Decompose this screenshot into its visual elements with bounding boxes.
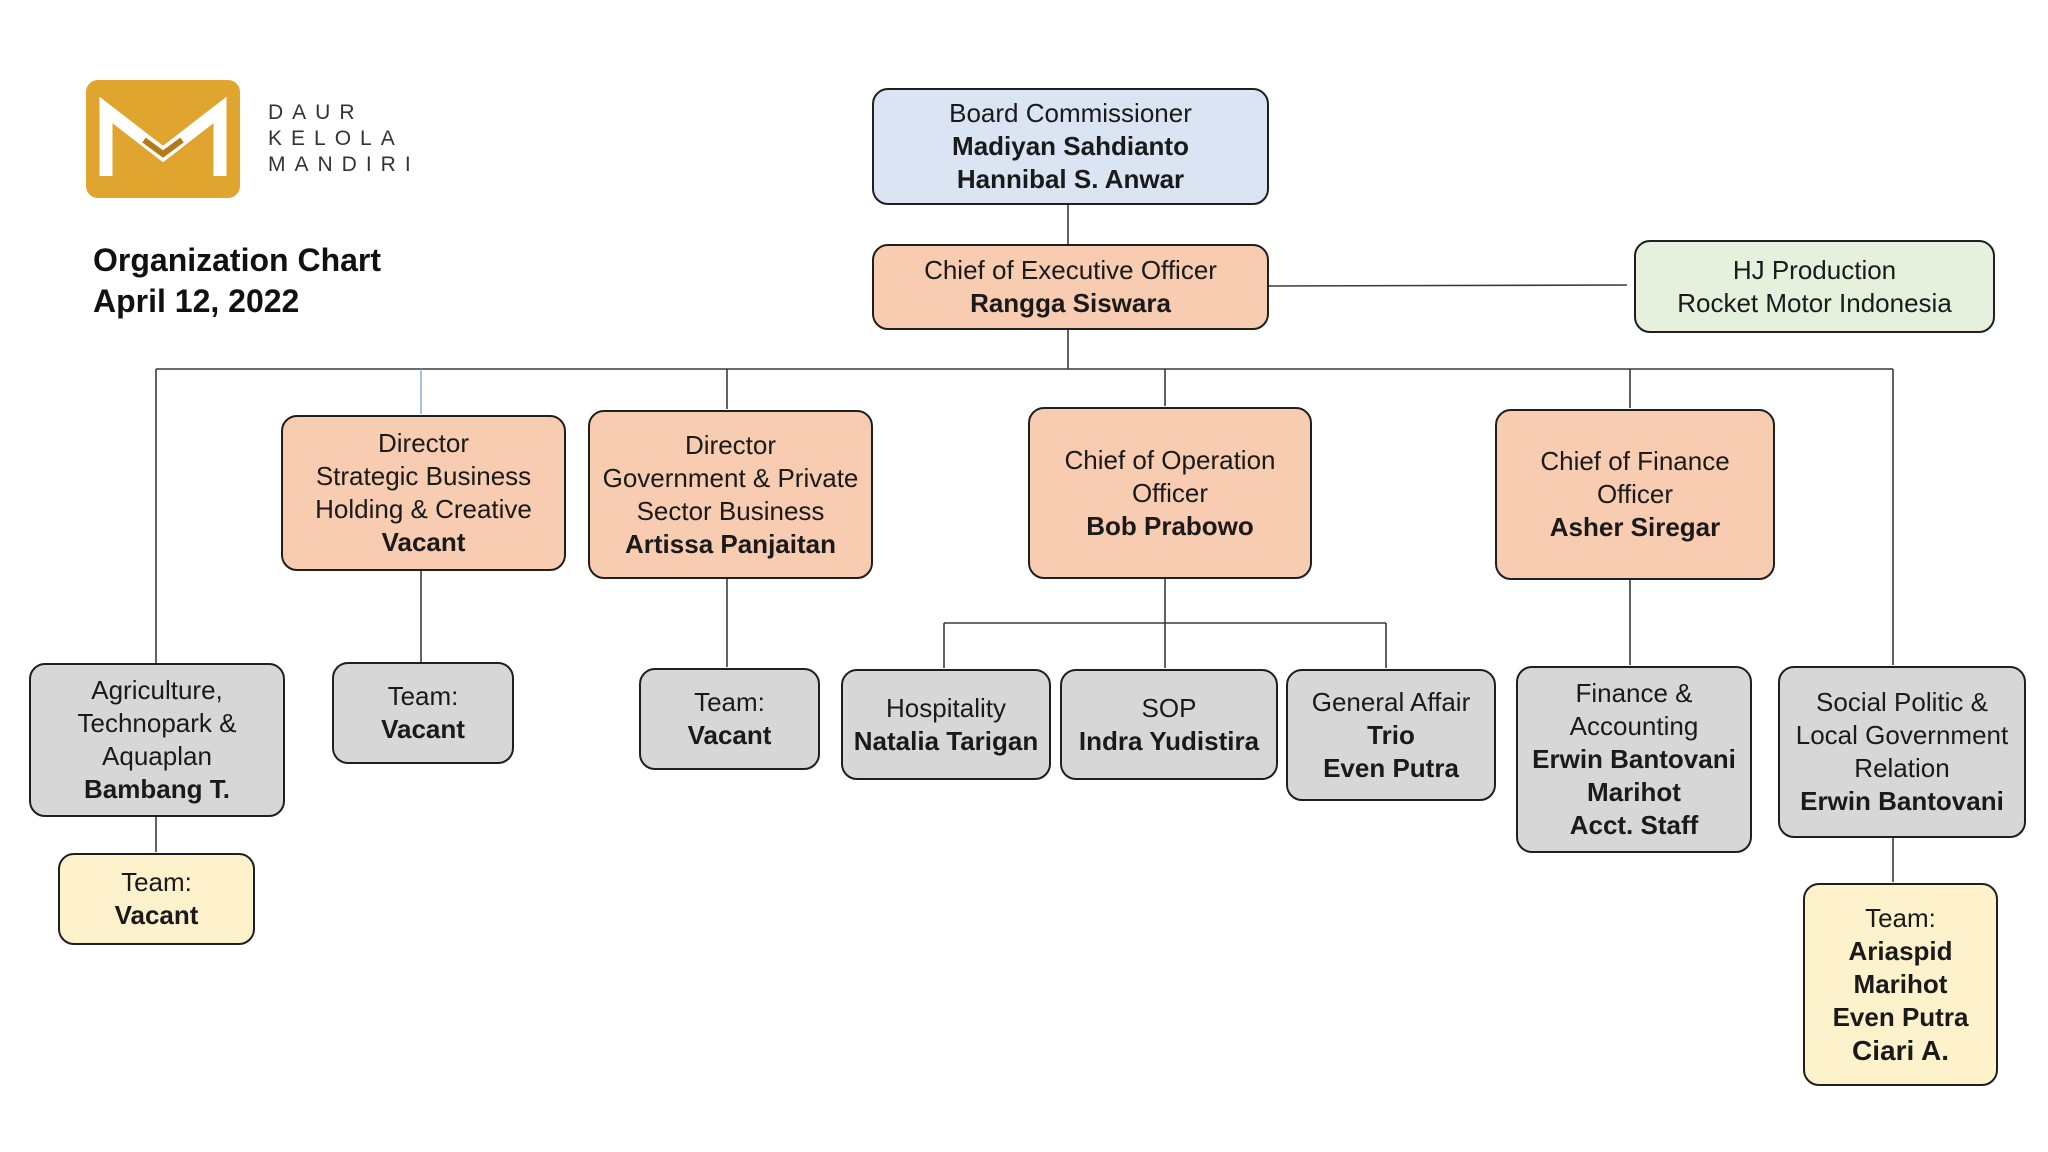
- node-coo: Chief of Operation Officer Bob Prabowo: [1028, 407, 1312, 579]
- node-role: Chief of Finance: [1540, 446, 1730, 476]
- brand-line: DAUR: [268, 101, 364, 124]
- node-name: Vacant: [687, 720, 772, 750]
- node-strategic-team: Team: Vacant: [332, 662, 514, 764]
- node-name: Erwin Bantovani: [1532, 744, 1736, 774]
- node-role: Director: [377, 428, 469, 458]
- node-role: Chief of Operation: [1064, 444, 1276, 475]
- node-ceo: Chief of Executive Officer Rangga Siswar…: [872, 244, 1269, 330]
- node-role: SOP: [1141, 692, 1197, 723]
- node-name: Madiyan Sahdianto: [952, 131, 1189, 161]
- node-board-commissioner: Board Commissioner Madiyan Sahdianto Han…: [872, 88, 1269, 205]
- node-name: Ariaspid: [1848, 936, 1953, 966]
- node-label: Team:: [387, 681, 459, 711]
- node-role: Officer: [1596, 479, 1674, 509]
- node-name: Hannibal S. Anwar: [956, 164, 1185, 194]
- brand-wordmark: DAUR KELOLA MANDIRI: [268, 100, 420, 178]
- node-name: Indra Yudistira: [1078, 725, 1260, 756]
- node-name: Bob Prabowo: [1086, 510, 1254, 541]
- node-hospitality: Hospitality Natalia Tarigan: [841, 669, 1051, 780]
- node-social-team: Team: Ariaspid Marihot Even Putra Ciari …: [1803, 883, 1998, 1086]
- node-name: Asher Siregar: [1549, 512, 1721, 542]
- node-label: Team:: [694, 687, 765, 717]
- node-name: Ciari A.: [1852, 1035, 1949, 1066]
- node-director-government: Director Government & Private Sector Bus…: [588, 410, 873, 579]
- connector-ceo-partner: [1265, 284, 1628, 287]
- node-government-team: Team: Vacant: [639, 668, 820, 770]
- node-role: Chief of Executive Officer: [924, 255, 1217, 285]
- node-role: Holding & Creative: [315, 494, 532, 524]
- node-cfo: Chief of Finance Officer Asher Siregar: [1495, 409, 1775, 580]
- brand-line: MANDIRI: [268, 153, 420, 176]
- node-name: Natalia Tarigan: [853, 725, 1039, 756]
- node-name: Vacant: [114, 900, 199, 930]
- node-name: Vacant: [381, 714, 465, 744]
- node-label: Team:: [1865, 903, 1936, 933]
- daur-kelola-mandiri-logo: [86, 80, 240, 198]
- node-role: General Affair: [1311, 686, 1471, 717]
- node-director-strategic: Director Strategic Business Holding & Cr…: [281, 415, 566, 571]
- brand-line: KELOLA: [268, 127, 404, 150]
- node-name: Artissa Panjaitan: [625, 528, 836, 559]
- node-agriculture-team: Team: Vacant: [58, 853, 255, 945]
- node-name: Rangga Siswara: [970, 288, 1171, 318]
- node-role: Officer: [1131, 477, 1209, 508]
- node-label: Team:: [121, 867, 192, 897]
- chart-title: Organization Chart April 12, 2022: [93, 240, 381, 322]
- node-finance-accounting: Finance & Accounting Erwin Bantovani Mar…: [1516, 666, 1752, 853]
- node-role: Hospitality: [886, 692, 1006, 723]
- node-name: Marihot: [1587, 777, 1681, 807]
- node-role: Local Government: [1795, 720, 2009, 750]
- node-role: Government & Private: [602, 462, 859, 493]
- node-social-politic: Social Politic & Local Government Relati…: [1778, 666, 2026, 838]
- node-name: Erwin Bantovani: [1800, 786, 2004, 816]
- node-name: Bambang T.: [84, 774, 230, 804]
- node-role: Accounting: [1569, 711, 1699, 741]
- node-role: Strategic Business: [315, 461, 532, 491]
- node-partner: HJ Production Rocket Motor Indonesia: [1634, 240, 1995, 333]
- node-partner-line: Rocket Motor Indonesia: [1677, 287, 1952, 318]
- node-name: Even Putra: [1323, 752, 1459, 783]
- node-role: Director: [684, 429, 776, 460]
- node-general-affair: General Affair Trio Even Putra: [1286, 669, 1496, 801]
- node-agriculture: Agriculture, Technopark & Aquaplan Bamba…: [29, 663, 285, 817]
- node-name: Vacant: [381, 527, 466, 557]
- chart-title-heading: Organization Chart: [93, 242, 382, 278]
- node-role: Agriculture,: [91, 675, 223, 705]
- node-role: Technopark &: [77, 708, 237, 738]
- node-name: Even Putra: [1832, 1002, 1969, 1032]
- node-role: Relation: [1854, 753, 1950, 783]
- node-name: Acct. Staff: [1569, 810, 1699, 840]
- node-role: Board Commissioner: [949, 98, 1192, 128]
- node-name: Marihot: [1853, 969, 1948, 999]
- node-role: Sector Business: [636, 495, 825, 526]
- node-name: Trio: [1367, 719, 1415, 750]
- node-role: Finance &: [1575, 678, 1693, 708]
- node-partner-line: HJ Production: [1732, 254, 1897, 285]
- chart-title-date: April 12, 2022: [93, 283, 300, 319]
- node-role: Social Politic &: [1816, 687, 1988, 717]
- node-sop: SOP Indra Yudistira: [1060, 669, 1278, 780]
- node-role: Aquaplan: [102, 741, 212, 771]
